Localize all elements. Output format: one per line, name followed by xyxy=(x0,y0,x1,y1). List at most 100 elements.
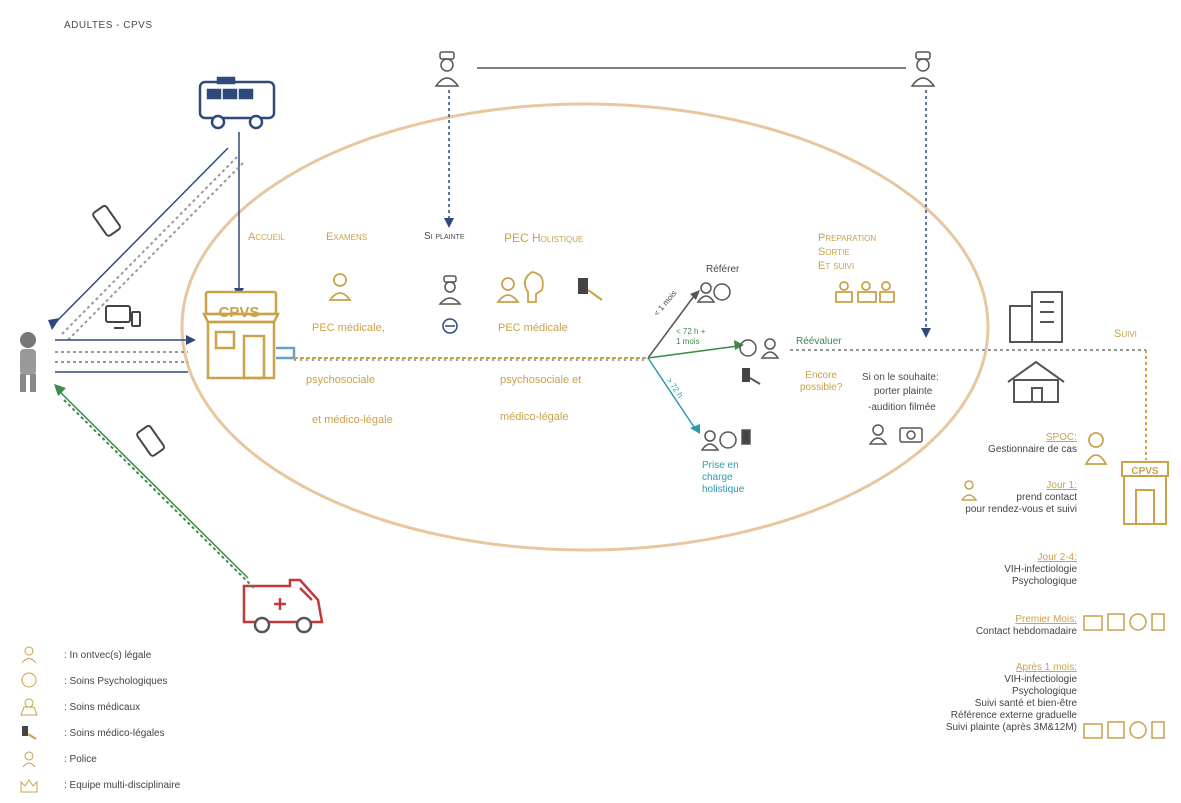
followup-heading: Premier Mois: xyxy=(1015,614,1077,625)
followup-line: Référence externe graduelle xyxy=(950,710,1077,721)
police-icon xyxy=(20,750,38,768)
police-icon xyxy=(910,51,936,87)
pec1-line-2: psychosociale xyxy=(306,374,376,386)
ambulance-icon xyxy=(242,578,324,634)
branch-t2: < 72 h + 1 mois xyxy=(676,327,706,346)
arrowhead xyxy=(444,218,454,228)
followup-premier-mois: Premier Mois: Contact hebdomadaire xyxy=(976,614,1077,638)
followup-jour2-4: Jour 2-4: VIH-infectiologie Psychologiqu… xyxy=(1004,552,1077,588)
microscope-icon xyxy=(20,724,38,742)
legend-row-3: : Soins médicaux xyxy=(20,698,140,716)
followup-line: VIH-infectiologie xyxy=(1004,564,1077,575)
legend-label: : Police xyxy=(64,753,97,765)
followup-line: Suivi santé et bien-être xyxy=(974,698,1077,709)
pec2-line-1: PEC médicale xyxy=(498,322,568,334)
legend-label: : Soins médico-légales xyxy=(64,727,165,739)
branch-up xyxy=(647,295,695,359)
followup-line: VIH-infectiologie xyxy=(1004,674,1077,685)
team-icons-row-1 xyxy=(1083,613,1165,631)
followup-line: Psychologique xyxy=(1011,576,1077,587)
followup-line: Psychologique xyxy=(1011,686,1077,697)
legend-row-4: : Soins médico-légales xyxy=(20,724,165,742)
phone-icon xyxy=(92,205,121,237)
spoc-person-icon xyxy=(1084,432,1108,465)
reevaluer-label: Réévaluer xyxy=(796,336,842,347)
phase-pec-holistique: PEC Holistique xyxy=(504,231,584,245)
legal-person-icon xyxy=(328,273,352,301)
phase-si-plainte: Si plainte xyxy=(424,231,465,242)
cpvs-small-sign: CPVS xyxy=(1131,466,1159,477)
followup-line: pour rendez-vous et suivi xyxy=(965,504,1077,515)
legend-row-1: : In ontvec(s) légale xyxy=(20,646,151,664)
legend-label: : Equipe multi-disciplinaire xyxy=(64,779,181,791)
legend-label: : In ontvec(s) légale xyxy=(64,649,152,661)
followup-jour1: Jour 1: prend contact pour rendez-vous e… xyxy=(965,480,1077,516)
followup-spoc: SPOC: Gestionnaire de cas xyxy=(988,432,1077,456)
person-to-ambulance-line xyxy=(57,389,249,579)
phase-et-suivi: Et suivi xyxy=(818,260,855,272)
followup-apres-1-mois: Après 1 mois: VIH-infectiologie Psycholo… xyxy=(946,662,1077,734)
heart-head-icon xyxy=(523,271,544,303)
arrowhead xyxy=(734,340,744,350)
legend-label: : Soins médicaux xyxy=(64,701,141,713)
referer-icons xyxy=(696,282,731,303)
followup-line: prend contact xyxy=(1016,492,1077,503)
followup-line: Gestionnaire de cas xyxy=(988,444,1077,455)
branch-down xyxy=(647,357,697,431)
pec1-line-1: PEC médicale, xyxy=(312,322,385,334)
police-icon xyxy=(434,51,460,87)
holistic-icons xyxy=(700,429,751,451)
phase-preparation: Preparation xyxy=(818,232,877,244)
phase-accueil: Accueil xyxy=(248,231,285,243)
home-icon xyxy=(1007,360,1065,403)
legend-row-2: : Soins Psychologiques xyxy=(20,672,167,690)
followup-line: Contact hebdomadaire xyxy=(975,626,1077,637)
followup-heading: Jour 2-4: xyxy=(1037,552,1077,563)
legend-label: : Soins Psychologiques xyxy=(64,675,168,687)
doctor-icon xyxy=(20,698,38,716)
plainte-line-2: porter plainte xyxy=(874,386,933,397)
arrowhead xyxy=(54,384,66,396)
plainte-line-1: Si on le souhaite: xyxy=(862,372,939,383)
plainte-line-3: -audition filmée xyxy=(868,402,936,413)
legend-row-6: : Equipe multi-disciplinaire xyxy=(20,776,180,794)
hospital-building-icon xyxy=(1009,291,1063,343)
phase-suivi: Suivi xyxy=(1114,328,1137,340)
team-icon xyxy=(20,776,38,794)
computer-icon xyxy=(105,305,141,329)
phone-icon xyxy=(136,425,165,457)
arrowhead xyxy=(48,318,60,330)
referer-label: Référer xyxy=(706,264,740,275)
pec2-line-3: médico-légale xyxy=(500,411,569,423)
phase-examens: Examens xyxy=(326,231,368,243)
team-icon xyxy=(835,281,895,303)
cpvs-small-building-icon xyxy=(1121,461,1169,525)
heart-head-icon xyxy=(20,672,38,690)
police-van-icon xyxy=(198,76,276,130)
person-to-van-line xyxy=(51,147,229,327)
arrowhead xyxy=(690,290,700,300)
team-icons-row-2 xyxy=(1083,721,1165,739)
police-icon xyxy=(438,275,462,305)
jour1-person-icon xyxy=(960,480,978,501)
prise-label: Prise en charge holistique xyxy=(702,460,745,495)
arrowhead xyxy=(690,424,700,434)
pec2-line-2: psychosociale et xyxy=(500,374,582,386)
encore-label: Encore possible? xyxy=(800,370,843,393)
reevaluer-icons xyxy=(739,338,780,359)
person-to-ambulance-dotted xyxy=(63,399,255,589)
person-icon xyxy=(20,646,38,664)
police-small-icon xyxy=(868,424,888,445)
branch-mid xyxy=(647,345,739,359)
cpvs-building-icon xyxy=(201,290,296,380)
badge-icon xyxy=(442,318,458,334)
microscope-icon xyxy=(742,368,761,385)
followup-heading: Jour 1: xyxy=(1046,480,1077,491)
legend-row-5: : Police xyxy=(20,750,97,768)
followup-line: Suivi plainte (après 3M&12M) xyxy=(945,722,1077,733)
phase-sortie: Sortie xyxy=(818,246,850,258)
followup-heading: SPOC: xyxy=(1045,432,1077,443)
care-ellipse xyxy=(180,102,990,552)
camera-icon xyxy=(899,427,923,443)
